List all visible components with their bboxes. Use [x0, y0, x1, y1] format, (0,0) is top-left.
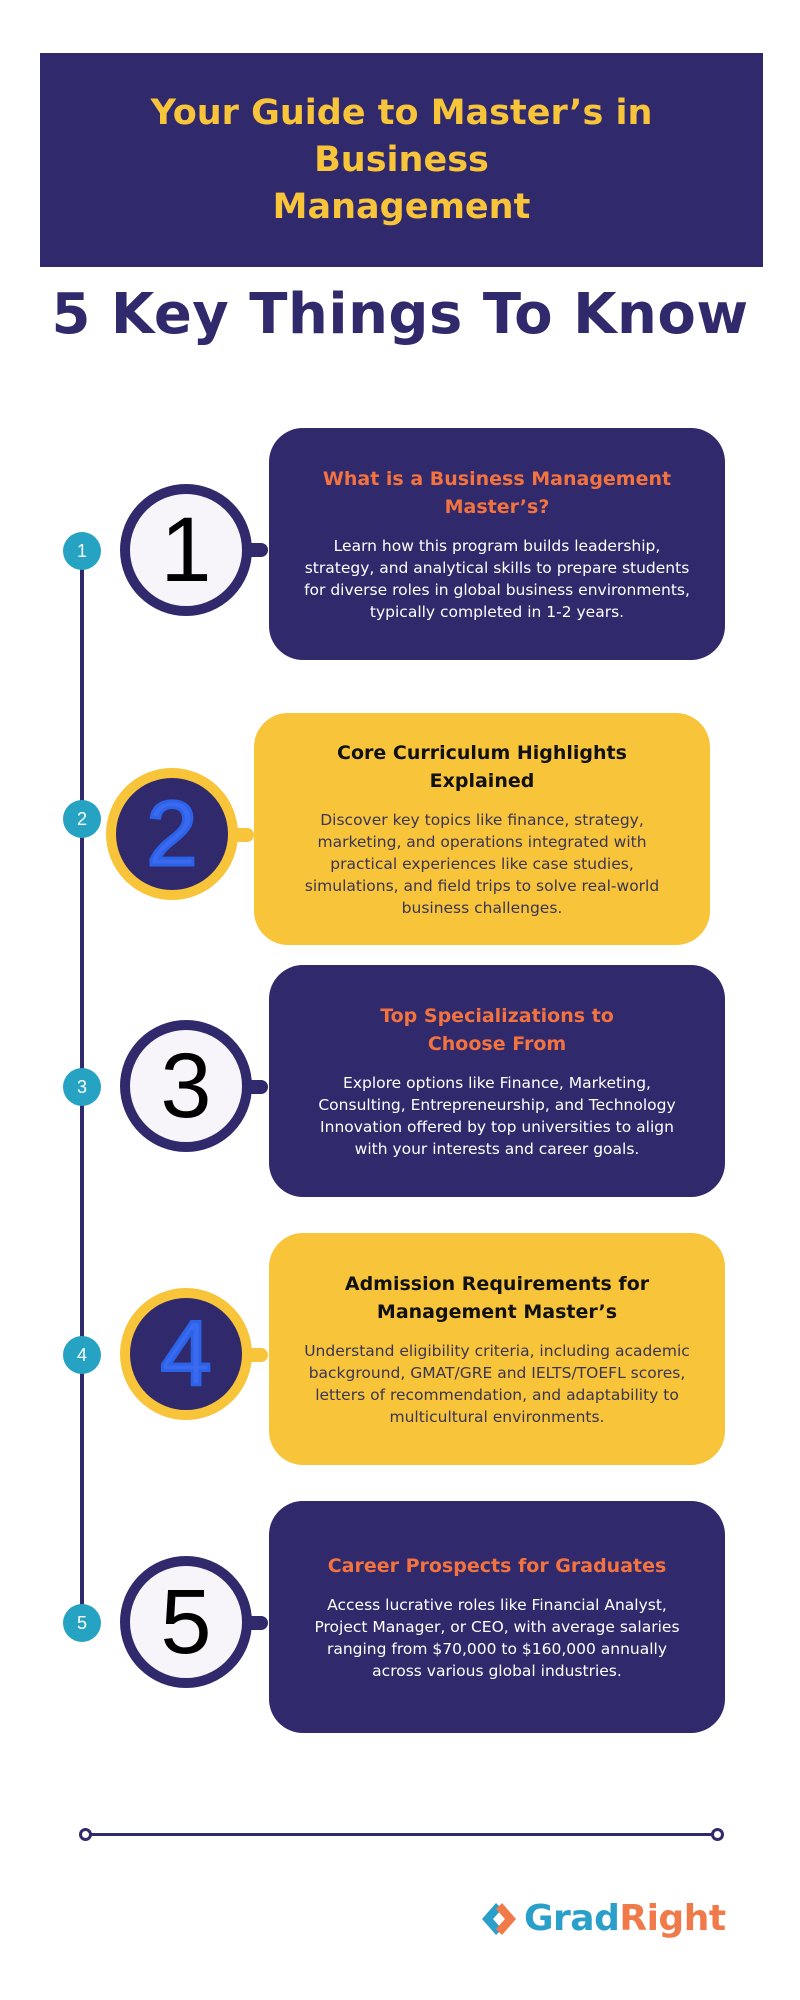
- page-title: Your Guide to Master’s in Business Manag…: [60, 90, 743, 231]
- number-2: 2: [145, 783, 199, 885]
- number-circle-3: 3: [120, 1020, 252, 1152]
- card-4: Admission Requirements for Management Ma…: [269, 1233, 725, 1465]
- number-circle-5: 5: [120, 1556, 252, 1688]
- logo-wordmark: GradRight: [524, 1898, 726, 1939]
- number-5: 5: [160, 1571, 212, 1673]
- card-5: Career Prospects for Graduates Access lu…: [269, 1501, 725, 1733]
- card-1-title: What is a Business Management Master’s?: [322, 468, 672, 518]
- divider-end-left: [79, 1828, 92, 1841]
- card-2-title: Core Curriculum Highlights Explained: [337, 742, 627, 792]
- card-2-description: Discover key topics like finance, strate…: [304, 811, 660, 917]
- card-3: Top Specializations to Choose From Explo…: [269, 965, 725, 1197]
- card-1: What is a Business Management Master’s? …: [269, 428, 725, 660]
- logo-text-right: Right: [619, 1898, 726, 1939]
- card-5-description: Access lucrative roles like Financial An…: [314, 1596, 680, 1680]
- number-1: 1: [160, 499, 212, 601]
- bottom-divider: [84, 1833, 720, 1836]
- number-3: 3: [160, 1035, 212, 1137]
- gradright-logo: GradRight: [478, 1898, 726, 1939]
- card-4-description: Understand eligibility criteria, includi…: [304, 1342, 690, 1426]
- card-3-description: Explore options like Finance, Marketing,…: [318, 1074, 676, 1158]
- step-dot-2: 2: [63, 800, 101, 838]
- step-dot-5: 5: [63, 1604, 101, 1642]
- step-dot-1: 1: [63, 532, 101, 570]
- gradright-chevrons-icon: [482, 1902, 516, 1935]
- step-dot-4: 4: [63, 1336, 101, 1374]
- number-circle-4: 4: [120, 1288, 252, 1420]
- logo-text-grad: Grad: [524, 1898, 620, 1939]
- card-2: Core Curriculum Highlights Explained Dis…: [254, 713, 710, 945]
- card-5-title: Career Prospects for Graduates: [327, 1555, 667, 1577]
- card-3-title: Top Specializations to Choose From: [380, 1005, 614, 1055]
- page-title-line-1: Your Guide to Master’s in Business: [150, 92, 653, 180]
- page-title-line-2: Management: [272, 186, 531, 227]
- subheading: 5 Key Things To Know: [51, 282, 749, 347]
- card-4-title: Admission Requirements for Management Ma…: [344, 1273, 650, 1323]
- divider-end-right: [711, 1828, 724, 1841]
- step-dot-3: 3: [63, 1068, 101, 1106]
- card-1-description: Learn how this program builds leadership…: [304, 537, 690, 621]
- number-circle-2: 2: [106, 768, 238, 900]
- number-circle-1: 1: [120, 484, 252, 616]
- header-banner: Your Guide to Master’s in Business Manag…: [40, 53, 763, 267]
- number-4: 4: [159, 1303, 213, 1405]
